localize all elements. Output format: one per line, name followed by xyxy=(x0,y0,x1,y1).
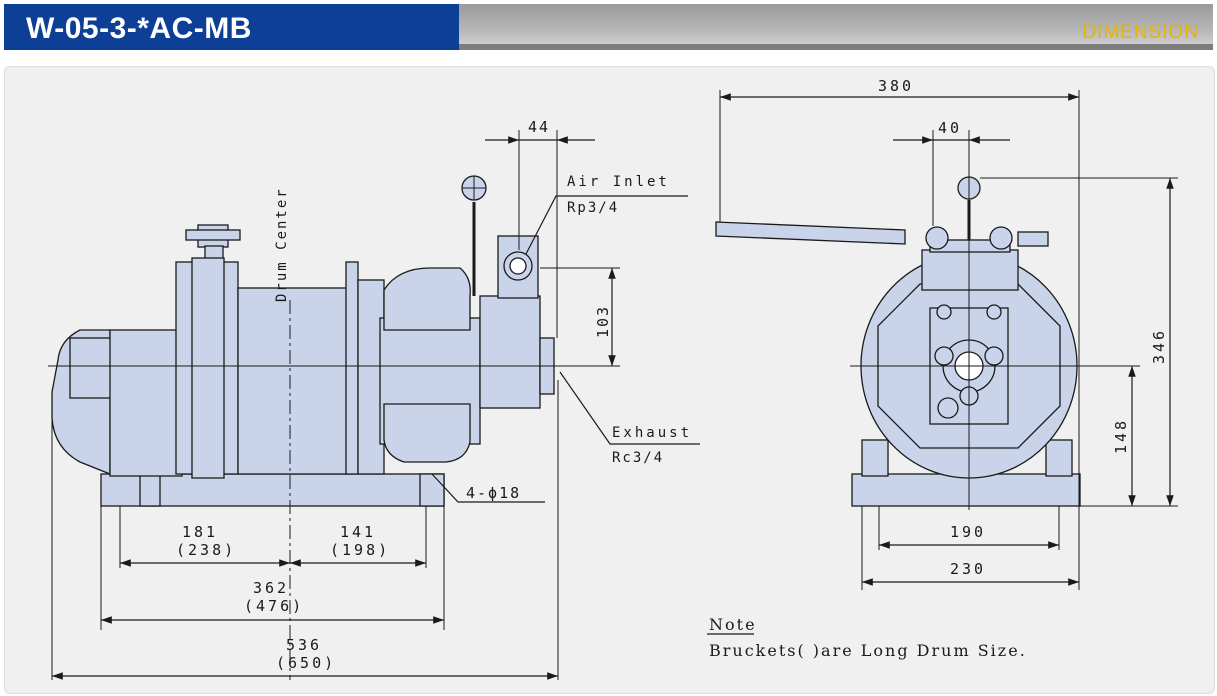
dim-230: 230 xyxy=(950,560,986,578)
side-view-winch xyxy=(51,175,555,507)
dim-380: 380 xyxy=(878,77,914,95)
side-view-labels: Drum Center Air Inlet Rp3/4 Exhaust Rc3/… xyxy=(176,118,692,672)
dim-346: 346 xyxy=(1150,328,1168,364)
air-inlet-label: Air Inlet xyxy=(567,174,670,190)
dim-40: 40 xyxy=(938,119,962,137)
note-title: Note xyxy=(709,615,757,634)
air-inlet-thread: Rp3/4 xyxy=(567,200,619,216)
side-view-guides xyxy=(48,130,620,680)
dim-103: 103 xyxy=(594,305,612,338)
dim-181-long: (238) xyxy=(176,541,236,559)
side-view-dimensions xyxy=(52,136,700,680)
dim-181: 181 xyxy=(182,523,218,541)
dim-190: 190 xyxy=(950,523,986,541)
dim-536: 536 xyxy=(286,636,322,654)
header-section-bar: DIMENSION xyxy=(459,4,1213,50)
note-text: Bruckets( )are Long Drum Size. xyxy=(709,641,1027,660)
dim-148: 148 xyxy=(1112,418,1130,454)
dim-362-long: (476) xyxy=(244,597,304,615)
drum-center-label: Drum Center xyxy=(274,187,290,302)
section-label: DIMENSION xyxy=(1082,22,1199,43)
header-title-bar: W-05-3-*AC-MB xyxy=(4,4,459,50)
note-block: Note Bruckets( )are Long Drum Size. xyxy=(707,615,1027,660)
exhaust-label: Exhaust xyxy=(612,425,692,441)
front-view-dimensions xyxy=(720,93,1174,586)
dim-536-long: (650) xyxy=(276,654,336,672)
front-view-guides xyxy=(719,90,1178,590)
exhaust-thread: Rc3/4 xyxy=(612,450,664,466)
header-stripe xyxy=(459,44,1213,50)
mounting-hole-label: 4-ϕ18 xyxy=(466,484,521,502)
dim-362: 362 xyxy=(253,579,289,597)
dim-141: 141 xyxy=(340,523,376,541)
dim-44: 44 xyxy=(528,118,550,136)
model-title: W-05-3-*AC-MB xyxy=(26,12,252,45)
front-view-winch xyxy=(715,176,1081,507)
dim-141-long: (198) xyxy=(330,541,390,559)
front-view-labels: 380 40 346 148 190 230 xyxy=(878,77,1168,578)
